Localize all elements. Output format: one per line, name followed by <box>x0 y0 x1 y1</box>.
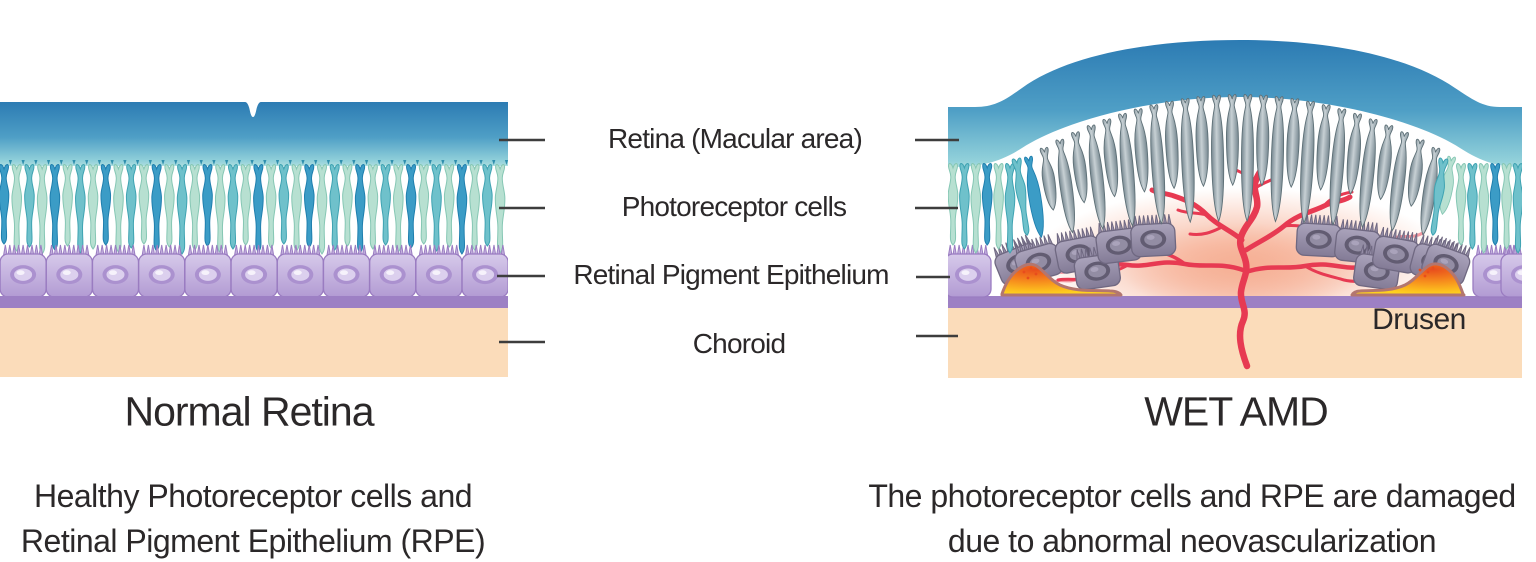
title-normal-retina: Normal Retina <box>124 388 374 435</box>
caption-normal-line1: Healthy Photoreceptor cells and <box>33 478 473 514</box>
normal-retina-illustration <box>0 102 508 377</box>
choroid-layer <box>0 308 508 377</box>
wet-amd-illustration <box>948 40 1522 378</box>
label-choroid: Choroid <box>692 328 786 359</box>
title-wet-amd: WET AMD <box>1144 388 1329 435</box>
detached-retina-dome <box>948 40 1522 167</box>
label-retinal-pigment-epithelium: Retinal Pigment Epithelium <box>573 259 889 290</box>
label-photoreceptor-cells: Photoreceptor cells <box>621 191 847 222</box>
caption-wet-line2: due to abnormal neovascularization <box>947 523 1437 559</box>
photoreceptor-cell-row <box>0 160 508 255</box>
caption-normal-retina: Healthy Photoreceptor cells and Retinal … <box>20 474 486 562</box>
caption-wet-amd: The photoreceptor cells and RPE are dama… <box>868 474 1516 562</box>
bruch-membrane <box>948 296 1522 308</box>
retina-band <box>0 102 508 166</box>
label-connector-lines <box>497 138 959 344</box>
rpe-cell-row <box>0 244 508 298</box>
drusen-deposits <box>1000 262 1466 297</box>
bruch-membrane <box>0 296 508 308</box>
label-retina-macular-area: Retina (Macular area) <box>608 123 863 154</box>
damaged-photoreceptor-cells <box>1024 94 1456 239</box>
caption-normal-line2: Retinal Pigment Epithelium (RPE) <box>20 523 486 559</box>
caption-wet-line1: The photoreceptor cells and RPE are dama… <box>868 478 1516 514</box>
healthy-edge-photoreceptors <box>948 157 1522 254</box>
label-drusen: Drusen <box>1372 303 1466 336</box>
choroid-layer <box>948 308 1522 378</box>
